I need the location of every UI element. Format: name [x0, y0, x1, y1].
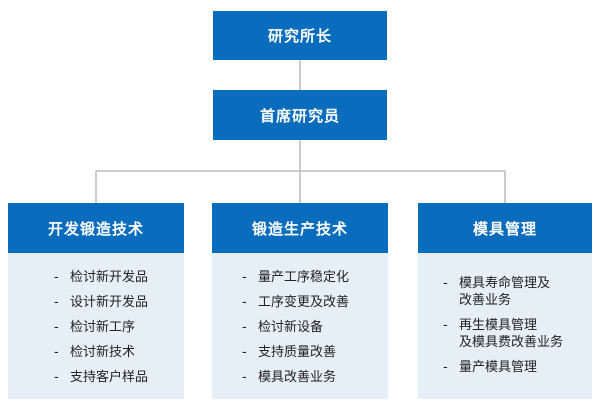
dept-forging-development-box: 开发锻造技术: [8, 203, 184, 253]
dept-mold-management-box: 模具管理: [418, 203, 592, 253]
bullet-dash: -: [443, 318, 448, 333]
task-item: -工序变更及改善: [242, 294, 388, 311]
chief-researcher-label: 首席研究员: [259, 106, 340, 125]
task-item-text: 再生模具管理: [459, 318, 538, 333]
task-item: -量产模具管理: [443, 359, 592, 376]
task-item: -检讨新设备: [242, 319, 388, 336]
dept-title: 开发锻造技术: [47, 219, 144, 238]
bullet-dash: -: [54, 370, 59, 385]
bullet-dash: -: [242, 270, 247, 285]
dept-title: 锻造生产技术: [251, 219, 348, 238]
dept-task-list: -检讨新开发品-设计新开发品-检讨新工序-检讨新技术-支持客户样品: [54, 269, 184, 386]
dept-forging-production-panel: -量产工序稳定化-工序变更及改善-检讨新设备-支持质量改善-模具改善业务: [212, 253, 388, 399]
task-item-text: 检讨新技术: [70, 345, 136, 360]
task-item: -检讨新工序: [54, 319, 184, 336]
bullet-dash: -: [242, 295, 247, 310]
director-box: 研究所长: [213, 11, 387, 60]
bullet-dash: -: [242, 320, 247, 335]
bullet-dash: -: [54, 295, 59, 310]
task-item-text: 改善业务: [459, 293, 512, 308]
task-item: -支持质量改善: [242, 344, 388, 361]
task-item-text: 模具寿命管理及: [459, 276, 551, 291]
task-item: -设计新开发品: [54, 294, 184, 311]
task-item-text: 模具改善业务: [258, 370, 337, 385]
task-item: -检讨新技术: [54, 344, 184, 361]
bullet-dash: -: [242, 370, 247, 385]
dept-title: 模具管理: [472, 219, 537, 238]
bullet-dash: -: [54, 345, 59, 360]
task-item: -模具寿命管理及改善业务: [443, 275, 592, 309]
task-item-text: 检讨新设备: [258, 320, 324, 335]
task-item: -量产工序稳定化: [242, 269, 388, 286]
bullet-dash: -: [443, 276, 448, 291]
bullet-dash: -: [242, 345, 247, 360]
bullet-dash: -: [54, 270, 59, 285]
dept-task-list: -量产工序稳定化-工序变更及改善-检讨新设备-支持质量改善-模具改善业务: [242, 269, 388, 386]
task-item-text: 量产模具管理: [459, 360, 538, 375]
task-item-text: 支持质量改善: [258, 345, 337, 360]
task-item-text: 支持客户样品: [70, 370, 149, 385]
task-item: -模具改善业务: [242, 369, 388, 386]
bullet-dash: -: [54, 320, 59, 335]
task-item: -检讨新开发品: [54, 269, 184, 286]
dept-forging-production-box: 锻造生产技术: [212, 203, 388, 253]
task-item-text: 工序变更及改善: [258, 295, 350, 310]
dept-mold-management-panel: -模具寿命管理及改善业务-再生模具管理及模具费改善业务-量产模具管理: [418, 253, 592, 399]
dept-forging-development-panel: -检讨新开发品-设计新开发品-检讨新工序-检讨新技术-支持客户样品: [8, 253, 184, 399]
task-item-text: 及模具费改善业务: [459, 335, 564, 350]
task-item-text: 检讨新开发品: [70, 270, 149, 285]
task-item-text: 量产工序稳定化: [258, 270, 350, 285]
task-item-text: 设计新开发品: [70, 295, 149, 310]
dept-task-list: -模具寿命管理及改善业务-再生模具管理及模具费改善业务-量产模具管理: [443, 275, 592, 376]
bullet-dash: -: [443, 360, 448, 375]
director-label: 研究所长: [267, 27, 332, 45]
task-item-text: 检讨新工序: [70, 320, 136, 335]
task-item: -再生模具管理及模具费改善业务: [443, 317, 592, 351]
task-item: -支持客户样品: [54, 369, 184, 386]
chief-researcher-box: 首席研究员: [213, 90, 387, 140]
